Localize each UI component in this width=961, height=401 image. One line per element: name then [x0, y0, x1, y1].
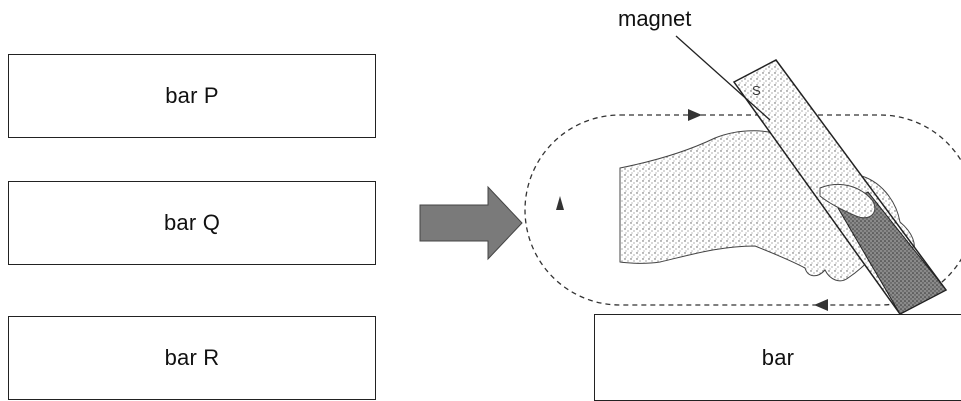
magnet-label: magnet [618, 6, 692, 31]
bar-q-label: bar Q [163, 210, 221, 235]
bar-r-label: bar R [164, 345, 220, 370]
stroked-bar-box: bar [594, 314, 961, 401]
bar-q-box: bar Q [8, 181, 376, 265]
stroke-arrowhead-bottom-icon [814, 299, 828, 311]
stroke-path-loop [524, 114, 961, 306]
bar-r-box: bar R [8, 316, 376, 400]
right-arrow-icon [419, 185, 523, 261]
thumb-illustration [819, 184, 876, 219]
stroke-arrowhead-top-icon [688, 109, 702, 121]
bar-p-box: bar P [8, 54, 376, 138]
stroke-arrowhead-left-icon [556, 196, 564, 210]
bar-p-label: bar P [165, 83, 219, 108]
magnet-label-pointer [675, 35, 771, 121]
stroked-bar-label: bar [761, 344, 795, 370]
magnet-pole-mark: S [752, 83, 761, 98]
